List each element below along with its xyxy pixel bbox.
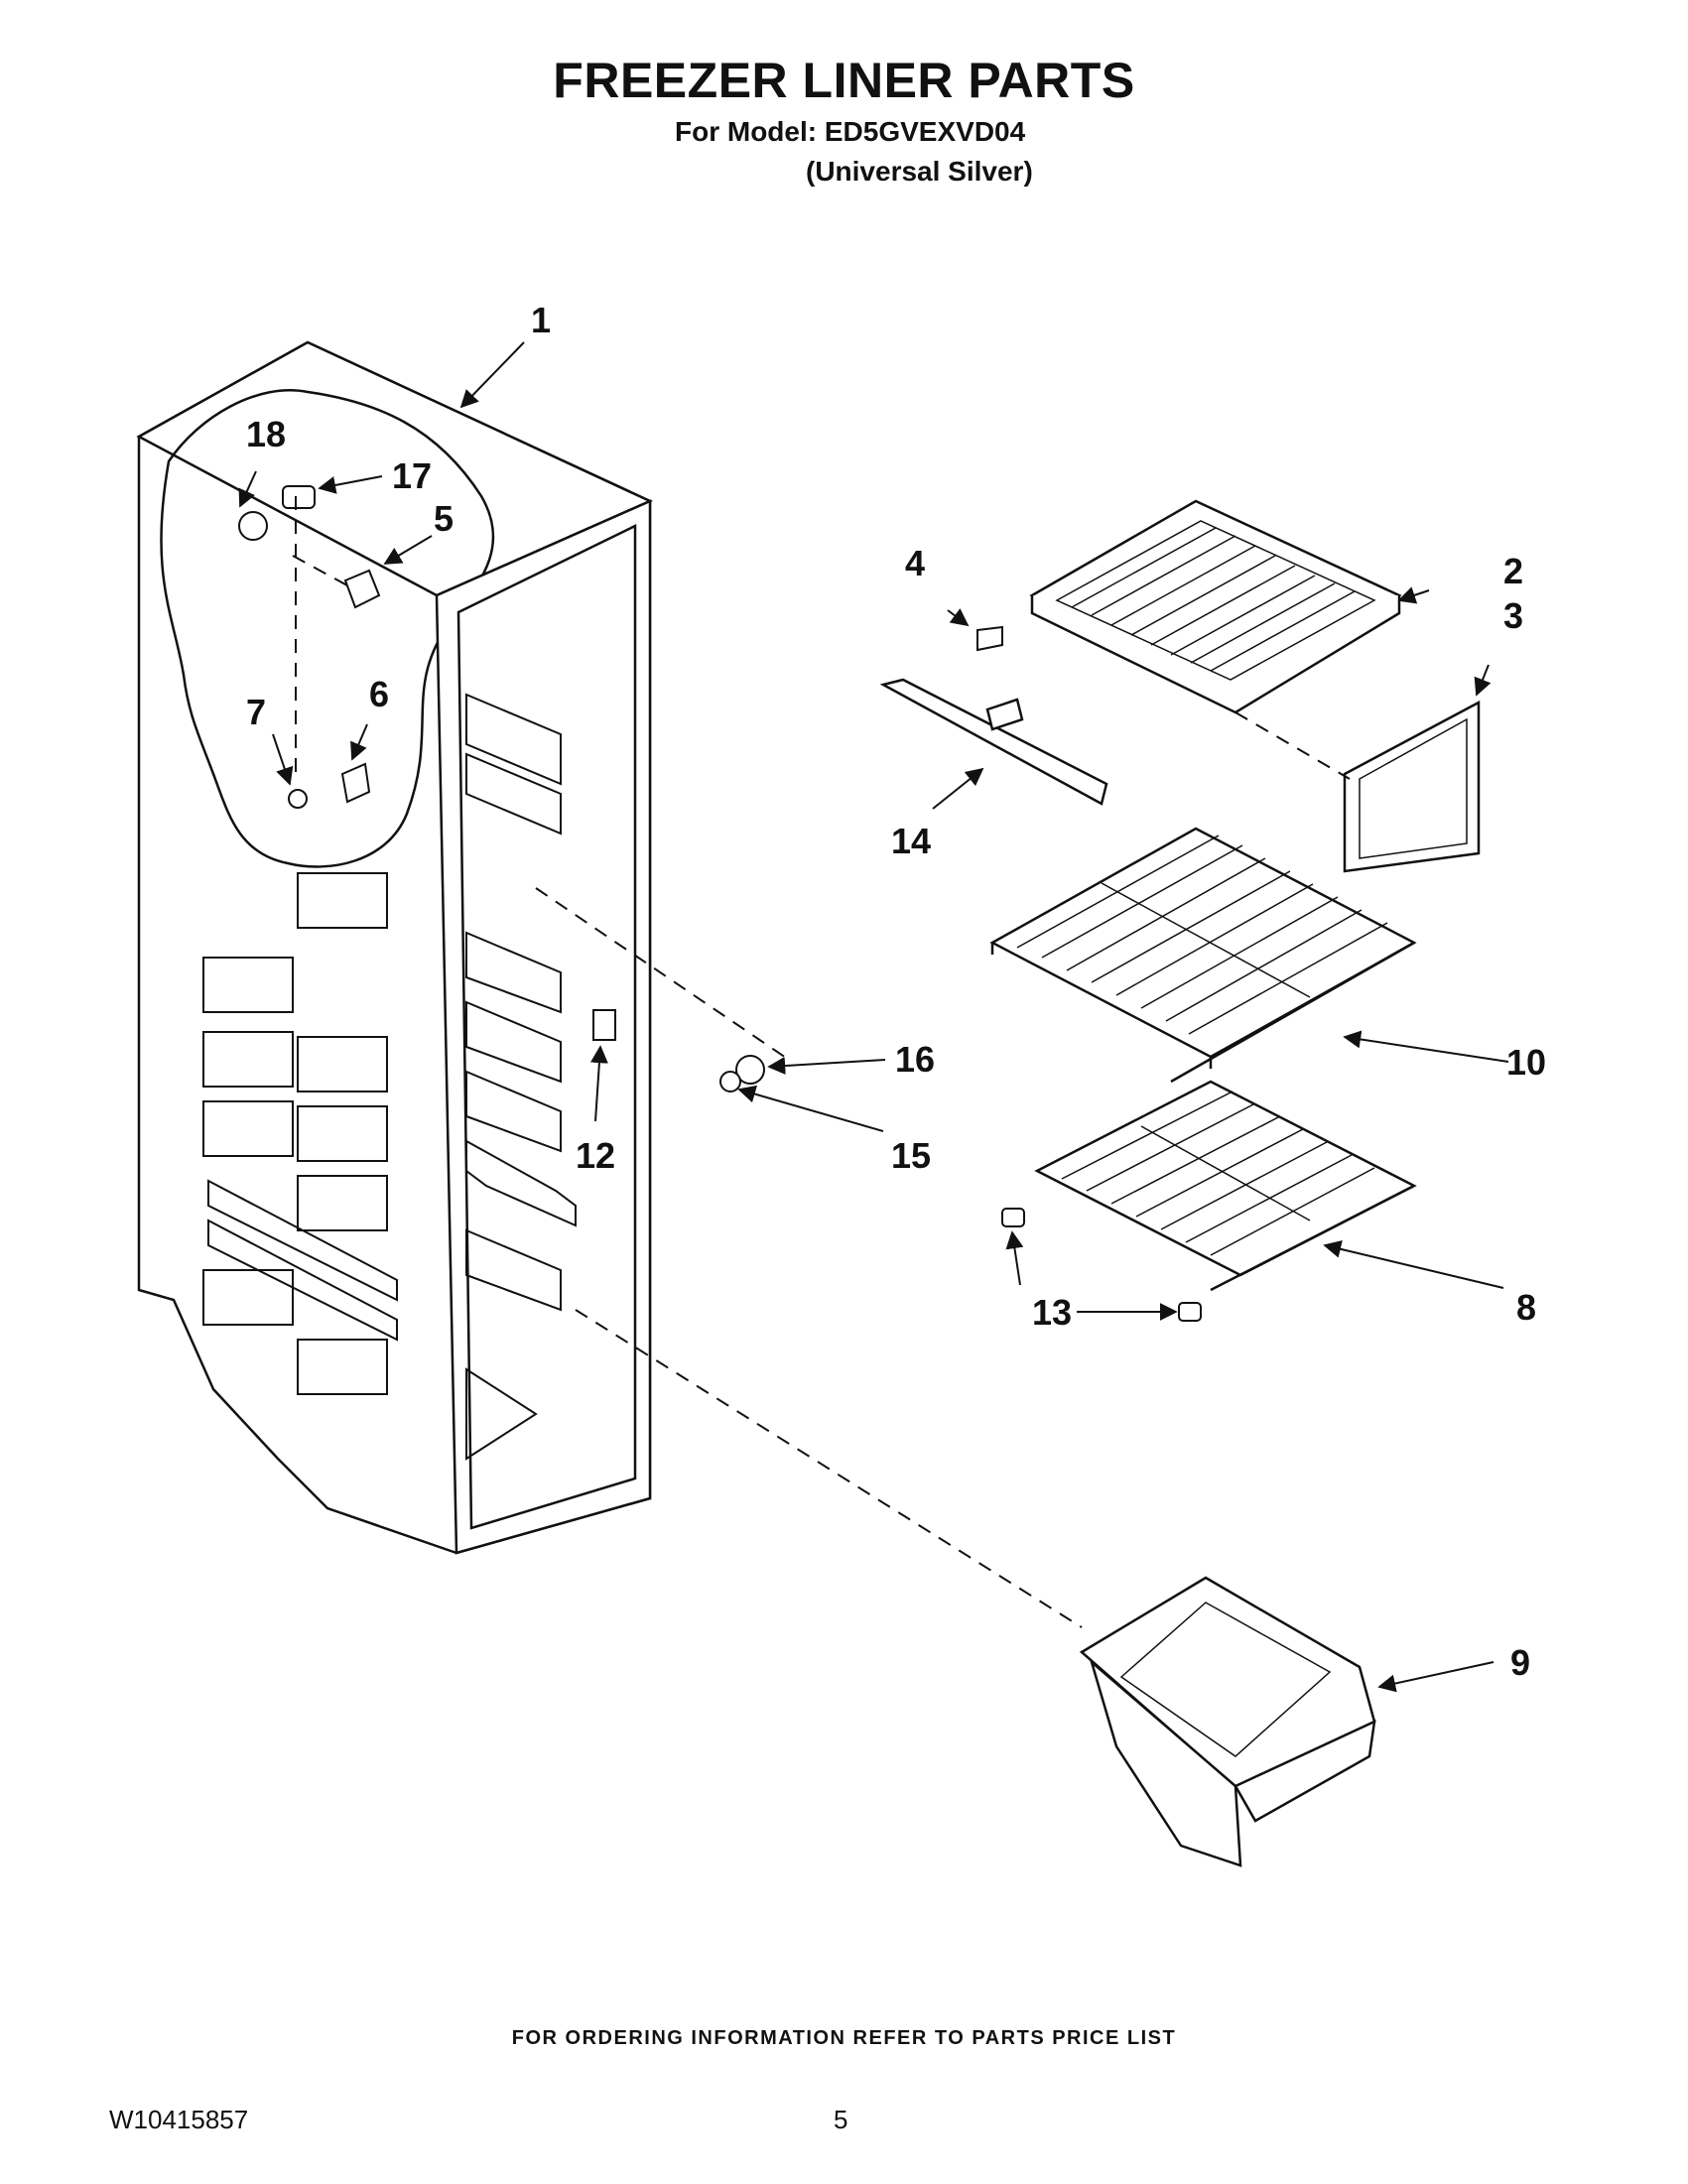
- callout-10: 10: [1506, 1042, 1546, 1083]
- wire-shelf-lower: [1034, 1080, 1417, 1292]
- shelf-end-caps: [1001, 1208, 1202, 1322]
- screw-part-4: [976, 625, 1003, 652]
- bracket-part-5: [343, 569, 381, 609]
- callout-7: 7: [246, 692, 266, 732]
- light-bulb-part-18: [238, 511, 268, 541]
- liner-interior-rails: [465, 693, 577, 1461]
- cover-part-12: [592, 1009, 616, 1041]
- model-color: (Universal Silver): [806, 156, 1033, 187]
- callout-18: 18: [246, 414, 286, 454]
- light-socket-part-17: [282, 485, 316, 509]
- callout-15: 15: [891, 1135, 931, 1176]
- callout-9: 9: [1510, 1642, 1530, 1683]
- callout-6: 6: [369, 674, 389, 714]
- ordering-note: FOR ORDERING INFORMATION REFER TO PARTS …: [511, 2027, 1177, 2049]
- callout-leaders: [238, 341, 1509, 1693]
- liner-side-panels: [202, 872, 398, 1395]
- storage-bin: [1079, 1576, 1376, 1867]
- clip-part-6: [340, 762, 371, 804]
- small-hardware: [238, 485, 1003, 1092]
- callout-2: 2: [1503, 551, 1523, 591]
- screw-part-7: [288, 789, 308, 809]
- callout-8: 8: [1516, 1287, 1536, 1328]
- callout-4: 4: [905, 543, 925, 583]
- page-title: FREEZER LINER PARTS: [553, 53, 1135, 108]
- slide-out-shelf: [1029, 499, 1402, 714]
- model-number: For Model: ED5GVEXVD04: [675, 116, 1026, 147]
- callout-5: 5: [434, 498, 454, 539]
- shelf-support-rail: [879, 678, 1108, 806]
- callout-1: 1: [531, 300, 551, 340]
- callout-14: 14: [891, 821, 931, 861]
- callout-17: 17: [392, 455, 432, 496]
- wire-shelf-upper: [989, 827, 1417, 1084]
- freezer-liner: [136, 340, 654, 1555]
- document-number: W10415857: [109, 2105, 249, 2134]
- shelf-cover: [1343, 700, 1481, 873]
- callout-13: 13: [1032, 1292, 1072, 1333]
- assembly-guide-lines: [292, 496, 1351, 1628]
- callout-3: 3: [1503, 595, 1523, 636]
- callout-16: 16: [895, 1039, 935, 1080]
- page-number: 5: [834, 2105, 848, 2134]
- callout-12: 12: [576, 1135, 615, 1176]
- screw-part-15: [719, 1071, 741, 1092]
- washer-part-16: [735, 1055, 765, 1085]
